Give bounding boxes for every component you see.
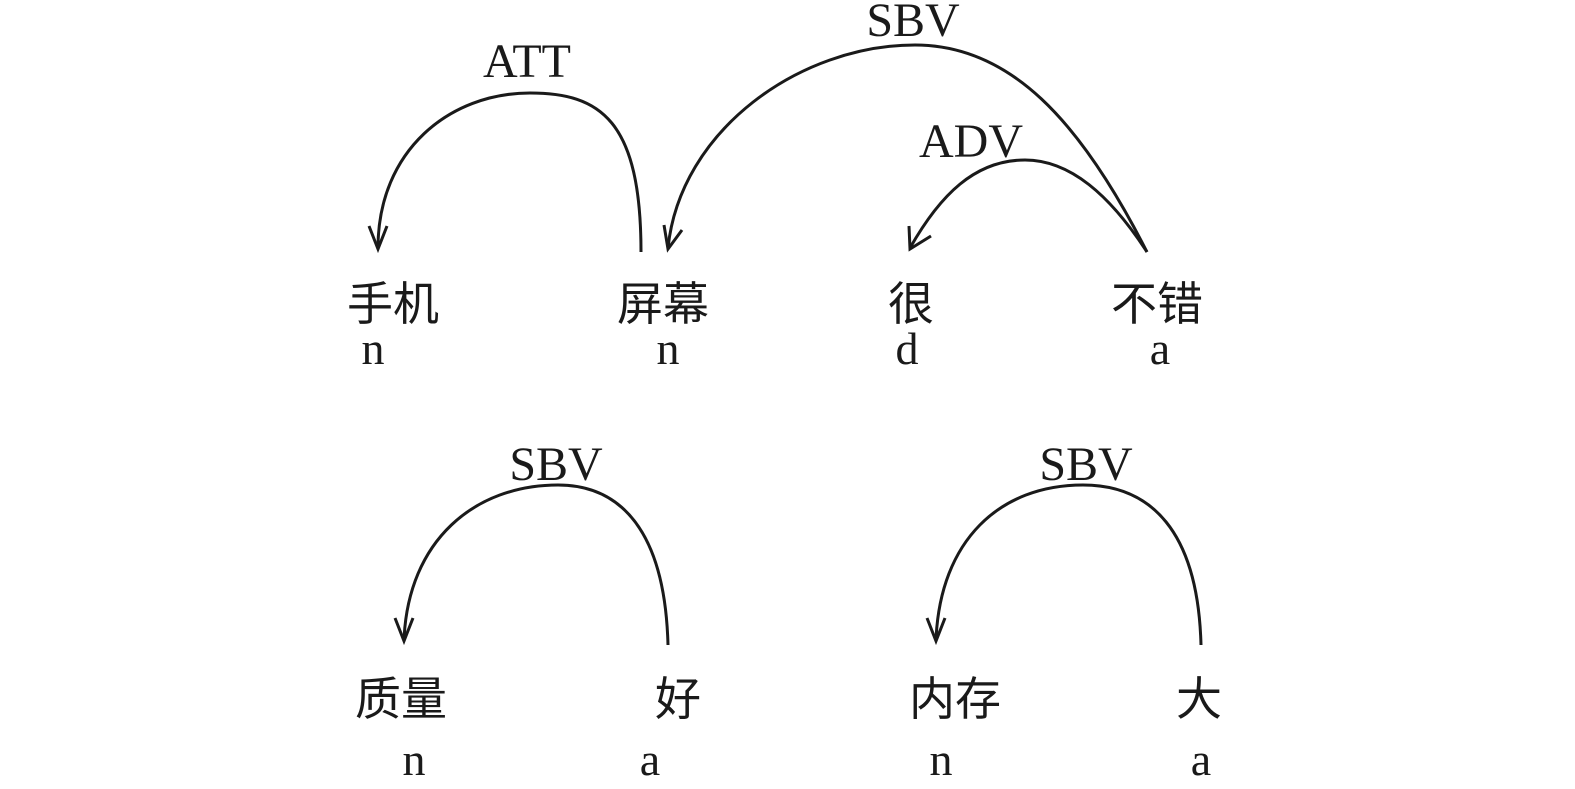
arc-adv-label: ADV	[919, 115, 1023, 168]
arc-sbv-2-curve	[402, 483, 670, 646]
token-word: 好	[655, 672, 701, 726]
arc-sbv-3: SBV	[925, 438, 1203, 646]
token-pos: a	[640, 734, 660, 785]
arc-adv: ADV	[907, 115, 1149, 253]
arc-sbv-2-arrowhead	[393, 617, 415, 646]
arc-sbv-3-arrowhead	[925, 617, 947, 646]
token-pos: a	[1150, 323, 1170, 374]
token-pos: a	[1191, 734, 1211, 785]
token-pos: n	[930, 734, 953, 785]
token-word: 大	[1176, 672, 1222, 726]
sentence-1: ATT SBV ADV 手机 n 屏幕 n 很 d 不错 a	[347, 0, 1203, 374]
arc-sbv-3-curve	[934, 483, 1203, 646]
arc-sbv-1-arrowhead	[662, 224, 684, 253]
token-word: 内存	[909, 672, 1001, 726]
token-pos: n	[657, 323, 680, 374]
arc-adv-curve	[908, 158, 1149, 253]
token-word: 很	[888, 277, 934, 331]
token-word: 屏幕	[617, 277, 709, 331]
arc-adv-arrowhead	[907, 225, 932, 252]
arc-sbv-2-label: SBV	[509, 438, 603, 491]
token-pos: n	[403, 734, 426, 785]
sentence-3: SBV 内存 n 大 a	[909, 438, 1222, 785]
arc-att: ATT	[367, 35, 643, 254]
arc-att-arrowhead	[367, 225, 389, 254]
arc-att-curve	[376, 91, 643, 253]
arc-sbv-2: SBV	[393, 438, 670, 646]
arc-att-label: ATT	[483, 35, 571, 88]
token-word: 不错	[1111, 277, 1203, 331]
arc-sbv-1-curve	[666, 43, 1149, 253]
sentence-2: SBV 质量 n 好 a	[355, 438, 701, 785]
arc-sbv-1-label: SBV	[866, 0, 960, 47]
arc-sbv-1: SBV	[662, 0, 1149, 253]
arc-sbv-3-label: SBV	[1039, 438, 1133, 491]
token-word: 质量	[355, 672, 447, 726]
token-word: 手机	[347, 277, 439, 331]
token-pos: d	[896, 323, 919, 374]
token-pos: n	[362, 323, 385, 374]
